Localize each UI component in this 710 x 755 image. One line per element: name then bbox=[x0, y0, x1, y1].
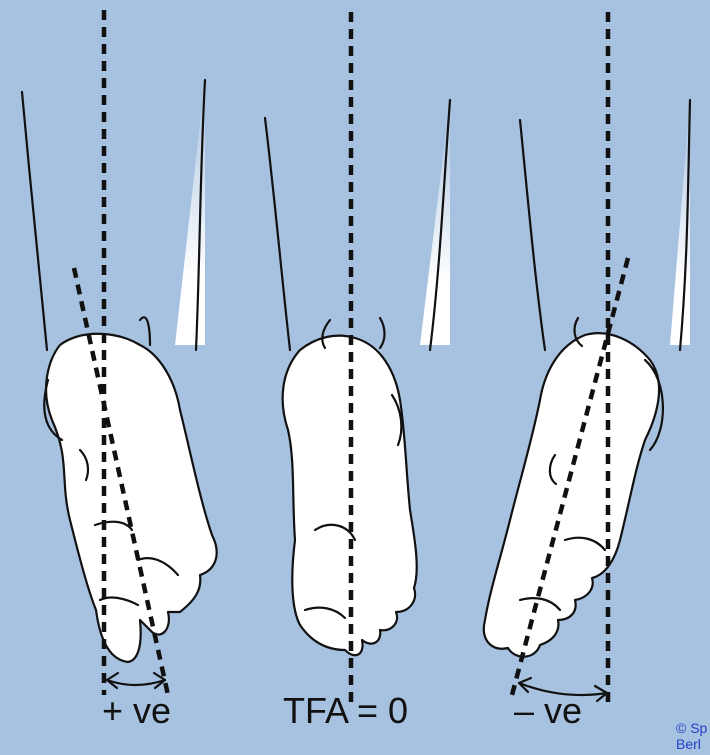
positive-label: + ve bbox=[102, 690, 171, 732]
copyright-line-1: © Sp bbox=[676, 720, 707, 736]
tfa-zero-label: TFA = 0 bbox=[283, 690, 408, 732]
copyright-line-2: Berl bbox=[676, 736, 707, 752]
middle-foot-icon bbox=[265, 100, 450, 655]
left-foot-icon bbox=[22, 80, 217, 662]
right-foot-icon bbox=[484, 100, 690, 657]
copyright-text: © Sp Berl bbox=[676, 720, 707, 752]
negative-label: – ve bbox=[514, 690, 582, 732]
